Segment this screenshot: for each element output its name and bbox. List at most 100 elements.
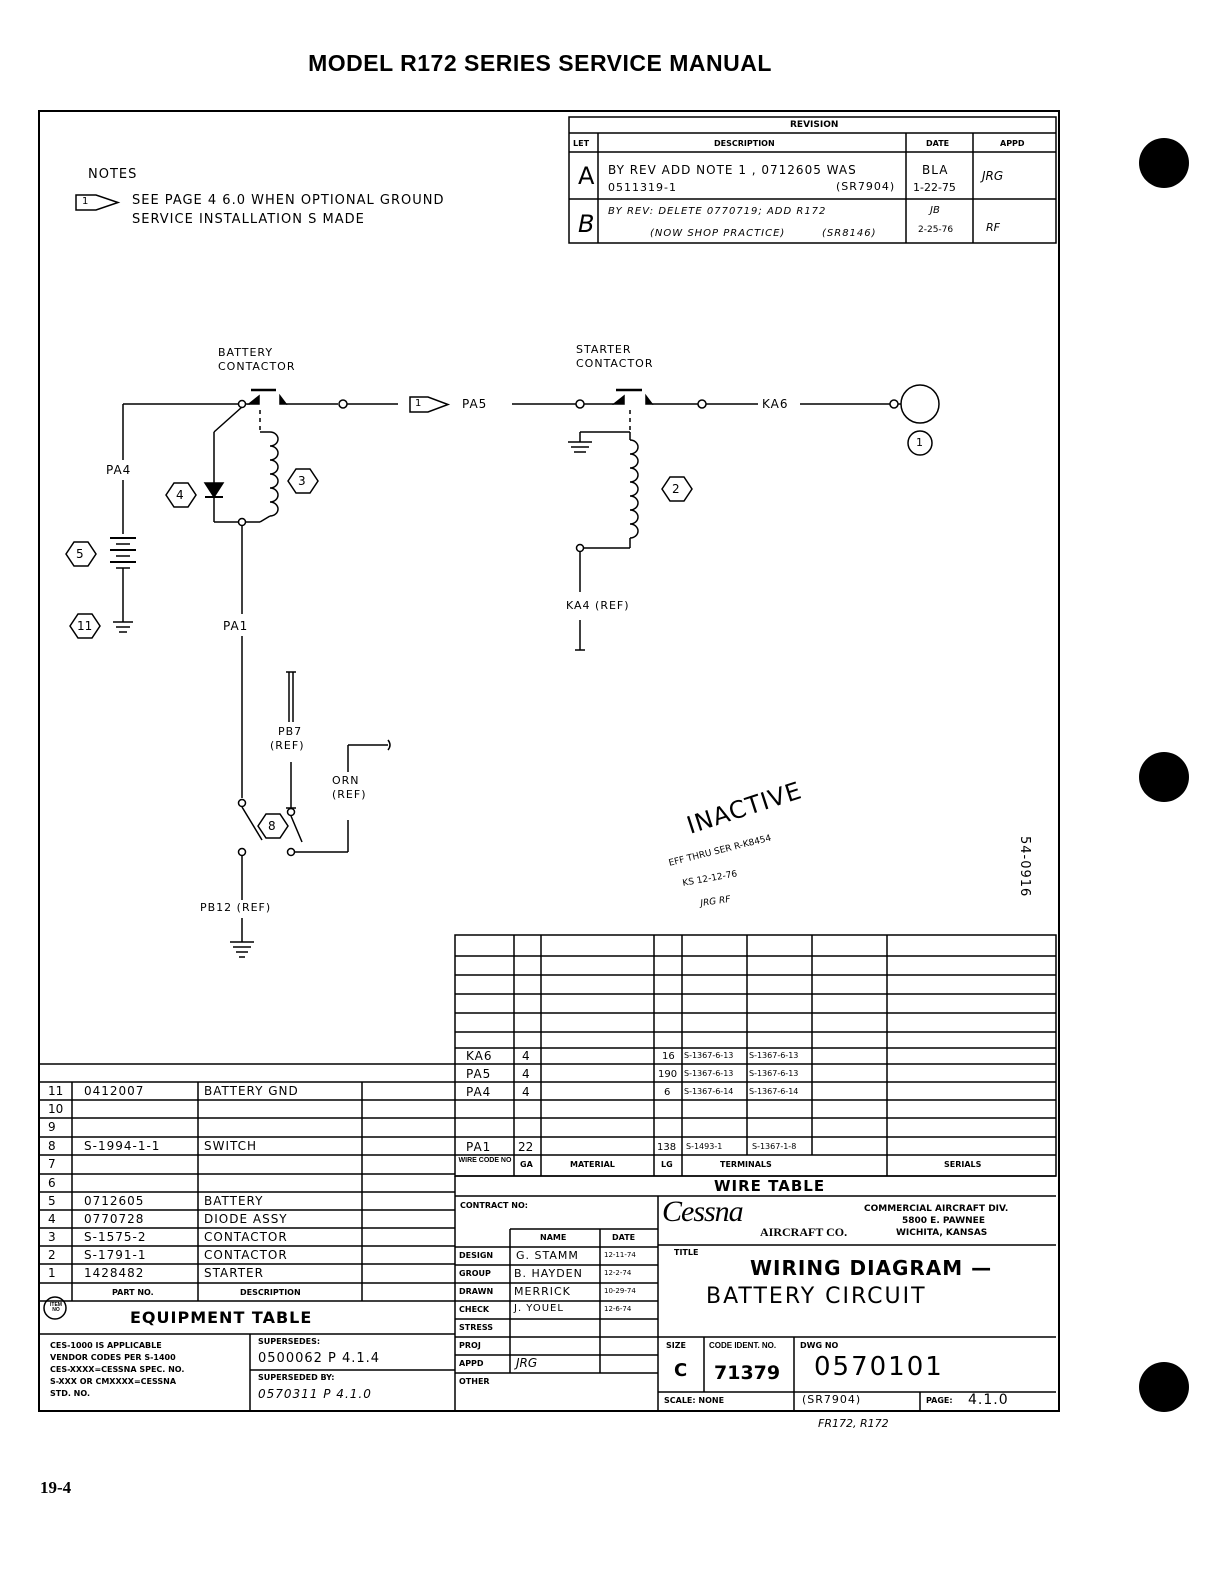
callout-3: 3 <box>298 474 306 488</box>
page-number: 19-4 <box>40 1478 72 1497</box>
wire-lg-pa4: 6 <box>664 1087 671 1098</box>
revision-b-letter: B <box>578 210 595 238</box>
wire-table-header-serials: SERIALS <box>944 1160 982 1169</box>
company-line-2: 5800 E. PAWNEE <box>902 1216 985 1226</box>
callout-5: 5 <box>76 547 84 561</box>
dwg-no-value: 0570101 <box>814 1352 944 1382</box>
date-column-header: DATE <box>612 1233 636 1242</box>
equipment-part-4: 0770728 <box>84 1212 145 1226</box>
spec-line-5: STD. NO. <box>50 1389 91 1398</box>
equipment-item-3: 3 <box>48 1230 56 1244</box>
equipment-part-1: 1428482 <box>84 1266 145 1280</box>
wire-lg-pa1: 138 <box>657 1142 677 1153</box>
equipment-header-item: ITEM NO <box>50 1302 62 1313</box>
revision-header-date: DATE <box>926 139 950 148</box>
wire-term2-pa1: S-1367-1-8 <box>752 1142 797 1151</box>
equipment-desc-2: CONTACTOR <box>204 1248 288 1262</box>
equipment-desc-5: BATTERY <box>204 1194 264 1208</box>
wire-term1-pa1: S-1493-1 <box>686 1142 723 1151</box>
equipment-item-9: 9 <box>48 1120 56 1134</box>
dwg-no-label: DWG NO <box>800 1341 839 1350</box>
wire-label-ka6: KA6 <box>762 397 789 411</box>
cessna-logo-suffix: AIRCRAFT CO. <box>760 1225 848 1239</box>
role-drawn: DRAWN <box>459 1287 494 1296</box>
equipment-item-4: 4 <box>48 1212 56 1226</box>
wire-ga-pa5: 4 <box>522 1067 530 1081</box>
name-design: G. STAMM <box>516 1249 579 1262</box>
wire-term1-ka6: S-1367-6-13 <box>684 1051 734 1060</box>
wire-label-orn-ref: (REF) <box>332 788 367 801</box>
drawing-title-line-2: BATTERY CIRCUIT <box>706 1284 927 1309</box>
punch-hole-middle <box>1139 752 1189 802</box>
wire-table-title: WIRE TABLE <box>714 1177 826 1195</box>
spec-line-1: CES-1000 IS APPLICABLE <box>50 1341 162 1350</box>
equipment-desc-11: BATTERY GND <box>204 1084 299 1098</box>
wire-term1-pa4: S-1367-6-14 <box>684 1087 734 1096</box>
sr-value: (SR7904) <box>802 1393 862 1406</box>
name-appd: JRG <box>516 1356 538 1370</box>
note-1-line-1: SEE PAGE 4 6.0 WHEN OPTIONAL GROUND <box>132 193 445 208</box>
cessna-logo: Cessna <box>662 1195 744 1228</box>
equipment-part-11: 0412007 <box>84 1084 145 1098</box>
wire-label-pb12: PB12 (REF) <box>200 901 272 914</box>
revision-b-ref: (SR8146) <box>822 228 877 239</box>
applicability-note: FR172, R172 <box>818 1417 889 1430</box>
revision-a-date: 1-22-75 <box>913 181 956 194</box>
equipment-item-2: 2 <box>48 1248 56 1262</box>
spec-line-3: CES-XXXX=CESSNA SPEC. NO. <box>50 1365 185 1374</box>
equipment-desc-4: DIODE ASSY <box>204 1212 288 1226</box>
supersedes-value: 0500062 P 4.1.4 <box>258 1351 381 1366</box>
date-design: 12-11-74 <box>604 1251 636 1259</box>
wire-label-ka4: KA4 (REF) <box>566 599 630 612</box>
equipment-part-2: S-1791-1 <box>84 1248 147 1262</box>
callout-4: 4 <box>176 488 184 502</box>
page-label: PAGE: <box>926 1396 953 1405</box>
starter-contactor-label-1: STARTER <box>576 343 632 356</box>
note-1-line-2: SERVICE INSTALLATION S MADE <box>132 212 365 227</box>
name-group: B. HAYDEN <box>514 1267 583 1280</box>
wire-lg-pa5: 190 <box>658 1069 678 1080</box>
wire-term2-pa5: S-1367-6-13 <box>749 1069 799 1078</box>
wire-table-header-lg: LG <box>661 1160 673 1169</box>
name-column-header: NAME <box>540 1233 567 1242</box>
wire-code-pa5: PA5 <box>466 1067 492 1081</box>
callout-8: 8 <box>268 819 276 833</box>
note-flag-number: 1 <box>82 196 89 207</box>
name-check: J. YOUEL <box>514 1303 564 1314</box>
revision-title: REVISION <box>790 120 839 130</box>
code-ident-label: CODE IDENT. NO. <box>709 1341 777 1350</box>
date-drawn: 10-29-74 <box>604 1287 636 1295</box>
revision-a-ref: (SR7904) <box>836 180 896 193</box>
page-header-title: MODEL R172 SERIES SERVICE MANUAL <box>308 50 772 76</box>
starter-contactor-label-2: CONTACTOR <box>576 357 654 370</box>
code-ident-value: 71379 <box>714 1362 781 1384</box>
revision-a-date-initials: BLA <box>922 163 949 177</box>
revision-b-date: 2-25-76 <box>918 225 954 235</box>
equipment-item-6: 6 <box>48 1176 56 1190</box>
name-drawn: MERRICK <box>514 1285 571 1298</box>
role-design: DESIGN <box>459 1251 494 1260</box>
role-group: GROUP <box>459 1269 491 1278</box>
equipment-desc-8: SWITCH <box>204 1139 258 1153</box>
drawing-title-line-1: WIRING DIAGRAM — <box>750 1256 993 1280</box>
wire-ga-pa4: 4 <box>522 1085 530 1099</box>
callout-11: 11 <box>77 619 93 633</box>
size-label: SIZE <box>666 1341 687 1350</box>
callout-1: 1 <box>916 436 923 449</box>
wire-label-pa4: PA4 <box>106 463 132 477</box>
superseded-by-label: SUPERSEDED BY: <box>258 1373 335 1382</box>
equipment-part-5: 0712605 <box>84 1194 145 1208</box>
notes-heading: NOTES <box>88 167 138 182</box>
wire-lg-ka6: 16 <box>662 1051 675 1062</box>
equipment-item-7: 7 <box>48 1157 56 1171</box>
title-label: TITLE <box>674 1248 699 1257</box>
company-line-1: COMMERCIAL AIRCRAFT DIV. <box>864 1204 1009 1214</box>
role-proj: PROJ <box>459 1341 481 1350</box>
callout-2: 2 <box>672 482 680 496</box>
pa5-note-flag-number: 1 <box>415 398 422 409</box>
equipment-item-1: 1 <box>48 1266 56 1280</box>
equipment-desc-3: CONTACTOR <box>204 1230 288 1244</box>
scale-value: SCALE: NONE <box>664 1396 725 1405</box>
wire-label-pb7: PB7 <box>278 725 303 738</box>
side-reference-code: 54-0916 <box>1017 836 1032 898</box>
